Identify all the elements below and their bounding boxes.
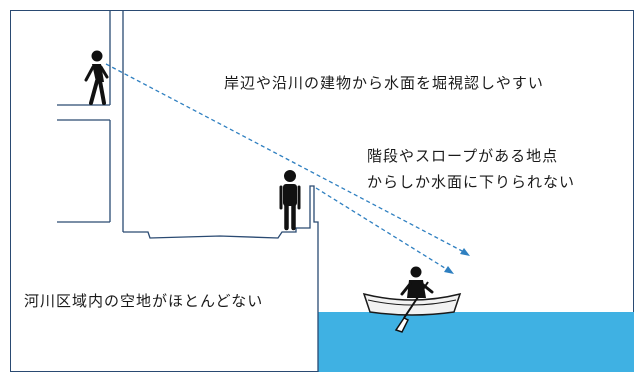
- label-little-open-space: 河川区域内の空地がほとんどない: [24, 292, 264, 310]
- sightline-from-building: [105, 63, 465, 253]
- riverbank-profile: [123, 185, 319, 372]
- label-access-points-line1: 階段やスロープがある地点: [367, 147, 559, 165]
- walking-person-icon: [84, 50, 109, 105]
- water-surface: [318, 312, 634, 372]
- sight-lines: [105, 63, 465, 271]
- label-access-points-line2: からしか水面に下りられない: [367, 173, 576, 191]
- arrowhead-bank: [444, 266, 454, 274]
- label-visibility-from-buildings: 岸辺や沿川の建物から水面を堀視認しやすい: [224, 74, 544, 92]
- arrowhead-building: [460, 248, 470, 256]
- canoe-paddler-icon: [362, 266, 462, 333]
- sightline-from-bank: [315, 187, 449, 271]
- standing-person-icon: [279, 170, 301, 231]
- building-structure: [57, 10, 124, 232]
